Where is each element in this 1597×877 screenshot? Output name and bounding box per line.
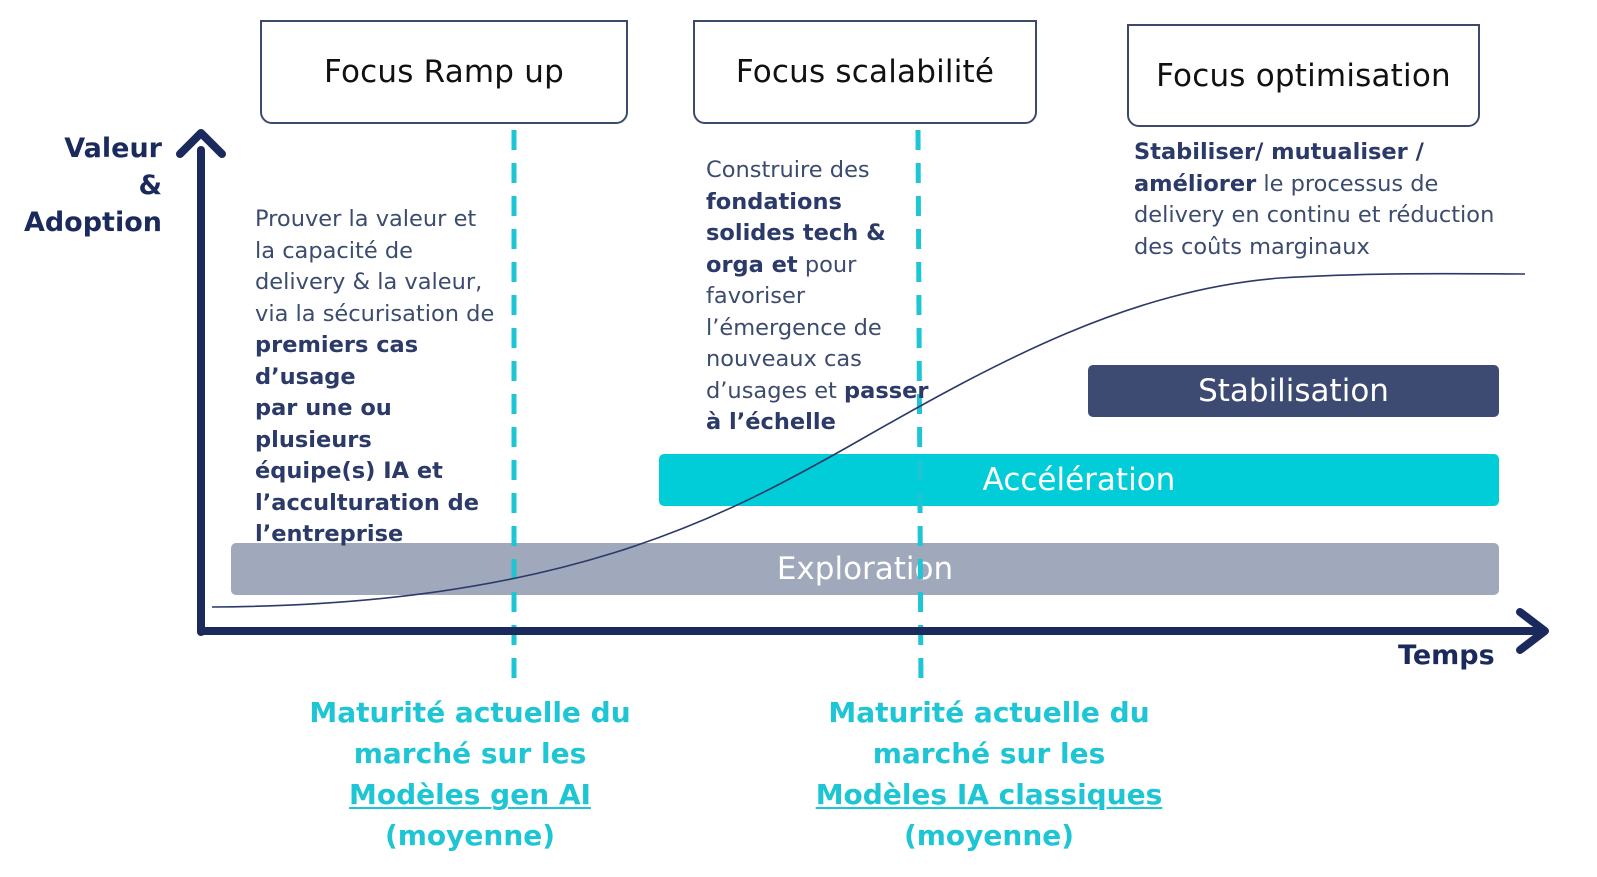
maturity-classic-line: (moyenne) (903, 819, 1075, 852)
phase2-line-bold: à l’échelle (706, 409, 836, 435)
focus-optimisation-box: Focus optimisation (1127, 24, 1480, 127)
phase2-line-bold: passer (844, 377, 929, 404)
phase2-line: l’émergence de (706, 314, 882, 341)
y-axis-arrowhead (176, 129, 226, 158)
focus-optimisation-label: Focus optimisation (1156, 57, 1451, 94)
acceleration-label: Accélération (982, 462, 1176, 498)
phase-optimisation-description: Stabiliser/ mutualiser / améliorer le pr… (1134, 137, 1534, 263)
maturity-classic-line: Maturité actuelle du (828, 696, 1150, 729)
maturity-classic-annotation: Maturité actuelle du marché sur les Modè… (769, 692, 1209, 856)
maturity-genai-line: (moyenne) (384, 819, 556, 852)
phase1-line-bold: l’entreprise (255, 521, 404, 547)
phase3-line-bold: améliorer (1134, 170, 1257, 197)
maturity-genai-line: marché sur les (353, 737, 587, 770)
phase3-line-part: le processus de (1256, 170, 1439, 197)
y-axis-label: Valeur & Adoption (20, 130, 162, 241)
phase1-line: Prouver la valeur et (255, 206, 477, 232)
phase2-line: Construire des (706, 157, 870, 183)
phase1-line-bold: équipe(s) IA et (255, 458, 443, 484)
phase1-line-bold: l’acculturation de (255, 489, 480, 516)
phase1-line: la capacité de (255, 237, 413, 264)
acceleration-bar: Accélération (659, 454, 1499, 506)
y-axis-label-line1: Valeur (64, 133, 162, 164)
phase-ramp-up-description: Prouver la valeur et la capacité de deli… (255, 204, 510, 551)
y-axis-label-line3: Adoption (23, 207, 162, 238)
focus-scalabilite-label: Focus scalabilité (735, 54, 995, 90)
focus-scalabilite-box: Focus scalabilité (693, 20, 1037, 124)
x-axis-arrowhead (1516, 608, 1549, 654)
phase2-line-bold: orga et (706, 251, 798, 278)
maturity-classic-link[interactable]: Modèles IA classiques (815, 778, 1163, 811)
phase2-line-bold: fondations (706, 188, 842, 215)
x-axis-label: Temps (1398, 640, 1495, 671)
focus-ramp-up-label: Focus Ramp up (324, 54, 564, 90)
phase1-line: delivery & la valeur, (255, 269, 483, 295)
phase3-line: des coûts marginaux (1134, 233, 1370, 260)
focus-ramp-up-box: Focus Ramp up (260, 20, 628, 124)
milestone-line-classic (915, 129, 924, 691)
phase1-line-bold: premiers cas d’usage (255, 332, 419, 390)
stabilisation-bar: Stabilisation (1088, 365, 1499, 417)
phase1-line-bold: par une ou plusieurs (255, 395, 392, 453)
exploration-label: Exploration (776, 551, 954, 587)
stabilisation-label: Stabilisation (1198, 373, 1389, 409)
maturity-genai-annotation: Maturité actuelle du marché sur les Modè… (270, 692, 670, 856)
phase2-line-part: d’usages et (706, 377, 845, 404)
phase2-line: favoriser (706, 283, 806, 309)
phase3-line-bold: Stabiliser/ mutualiser / (1134, 139, 1424, 165)
exploration-bar: Exploration (231, 543, 1499, 595)
phase2-line-bold: solides tech & (706, 220, 886, 246)
phase1-line: via la sécurisation de (255, 300, 495, 327)
adoption-curve (211, 272, 1526, 608)
phase2-line-part: pour (797, 251, 857, 278)
maturity-genai-line: Maturité actuelle du (309, 696, 631, 729)
phase3-line: delivery en continu et réduction (1134, 202, 1495, 228)
phase2-line: nouveaux cas (706, 346, 862, 372)
y-axis-label-line2: & (138, 170, 162, 201)
phase-scalabilite-description: Construire des fondations solides tech &… (706, 155, 928, 439)
maturity-classic-line: marché sur les (872, 737, 1106, 770)
maturity-genai-link[interactable]: Modèles gen AI (349, 778, 591, 811)
